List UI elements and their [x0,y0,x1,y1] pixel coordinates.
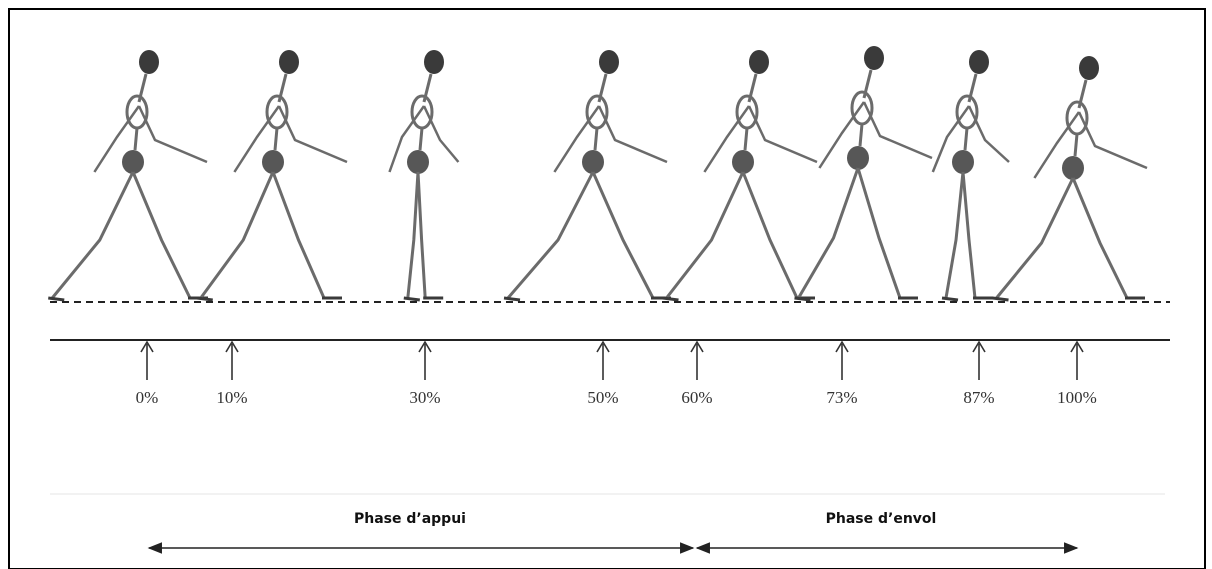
percent-arrow [225,340,239,380]
percent-arrow [596,340,610,380]
percent-markers [140,340,1084,380]
percent-label-7: 100% [1057,388,1097,407]
percent-arrow [1070,340,1084,380]
skeleton-sequence [48,46,1148,302]
stance-phase-label: Phase d’appui [354,511,466,527]
walking-skeleton-icon [388,50,460,302]
walking-skeleton-icon [48,50,208,302]
walking-skeleton-icon [992,56,1148,302]
swing-phase-label: Phase d’envol [826,511,937,527]
walking-skeleton-icon [794,46,933,302]
walking-skeleton-icon [196,50,348,302]
percent-label-0: 0% [136,388,159,407]
walking-skeleton-icon [503,50,671,302]
percent-arrow [835,340,849,380]
percent-label-3: 50% [587,388,618,407]
percent-label-6: 87% [963,388,994,407]
percent-arrow [972,340,986,380]
percent-label-4: 60% [681,388,712,407]
percent-label-5: 73% [826,388,857,407]
percent-arrow [418,340,432,380]
percent-label-2: 30% [409,388,440,407]
percent-arrow [140,340,154,380]
percent-label-1: 10% [216,388,247,407]
percent-arrow [690,340,704,380]
figure-frame [8,8,1206,569]
walking-skeleton-icon [931,50,1010,302]
walking-skeleton-icon [662,50,818,302]
